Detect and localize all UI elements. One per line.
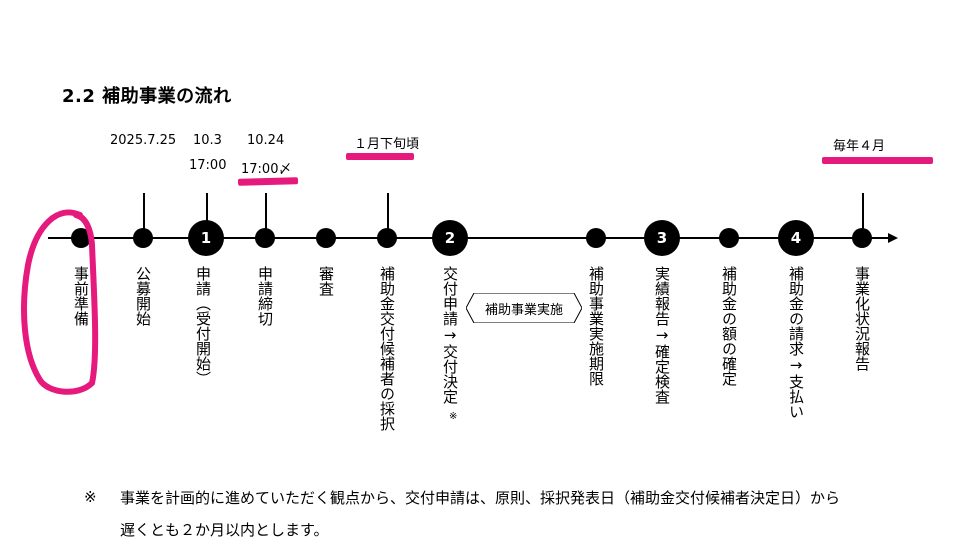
date-announce: 2025.7.25 xyxy=(110,133,177,148)
label-prep: 事前準備 xyxy=(72,266,90,326)
time-deadline: 17:00〆 xyxy=(241,162,292,177)
dot-amount xyxy=(719,228,739,248)
label-grant: 交付申請→交付決定 xyxy=(441,266,459,404)
highlight-circle-prep xyxy=(21,209,99,395)
section-title: 2.2 補助事業の流れ xyxy=(62,86,232,107)
highlight-deadline xyxy=(237,177,299,186)
dot-selection xyxy=(377,228,397,248)
label-amount: 補助金の額の確定 xyxy=(720,266,738,386)
step-1: 1 xyxy=(188,220,224,256)
dot-status xyxy=(852,228,872,248)
date-deadline: 10.24 xyxy=(247,133,285,148)
label-period-end: 補助事業実施期限 xyxy=(587,266,605,386)
time-apply: 17:00 xyxy=(189,158,227,173)
footnote-line-1: 事業を計画的に進めていただく観点から、交付申請は、原則、採択発表日（補助金交付候… xyxy=(120,489,841,507)
label-selection: 補助金交付候補者の採択 xyxy=(378,266,396,431)
step-2: 2 xyxy=(432,220,468,256)
dot-deadline xyxy=(255,228,275,248)
implementation-arrow-icon xyxy=(466,293,582,323)
label-review: 審査 xyxy=(317,266,335,296)
implementation-label: 補助事業実施 xyxy=(484,302,563,318)
footnote-mark: ※ xyxy=(84,488,97,506)
dot-review xyxy=(316,228,336,248)
label-announce: 公募開始 xyxy=(134,266,152,326)
label-apply: 申請（受付開始） xyxy=(194,266,212,386)
step-3: 3 xyxy=(644,220,680,256)
stem-deadline xyxy=(265,193,267,237)
label-status: 事業化状況報告 xyxy=(853,266,871,371)
timeline-axis xyxy=(48,237,890,239)
stem-announce xyxy=(143,193,145,237)
dot-announce xyxy=(133,228,153,248)
date-apply: 10.3 xyxy=(193,133,222,148)
date-selection: １月下旬頃 xyxy=(354,137,420,152)
label-deadline: 申請締切 xyxy=(256,266,274,326)
dot-period-end xyxy=(586,228,606,248)
dot-prep xyxy=(71,228,91,248)
label-payment: 補助金の請求→支払い xyxy=(787,266,805,419)
highlight-selection xyxy=(346,153,414,160)
footnote-line-2: 遅くとも２か月以内とします。 xyxy=(120,521,329,539)
label-report: 実績報告→確定検査 xyxy=(653,266,671,404)
stem-report xyxy=(862,193,864,237)
stem-selection xyxy=(387,193,389,237)
grant-note-mark: ※ xyxy=(449,411,458,422)
step-4: 4 xyxy=(778,220,814,256)
highlight-report xyxy=(822,157,933,164)
timeline-arrow-icon xyxy=(888,233,898,243)
date-report: 毎年４月 xyxy=(833,139,886,154)
stem-apply xyxy=(206,193,208,223)
